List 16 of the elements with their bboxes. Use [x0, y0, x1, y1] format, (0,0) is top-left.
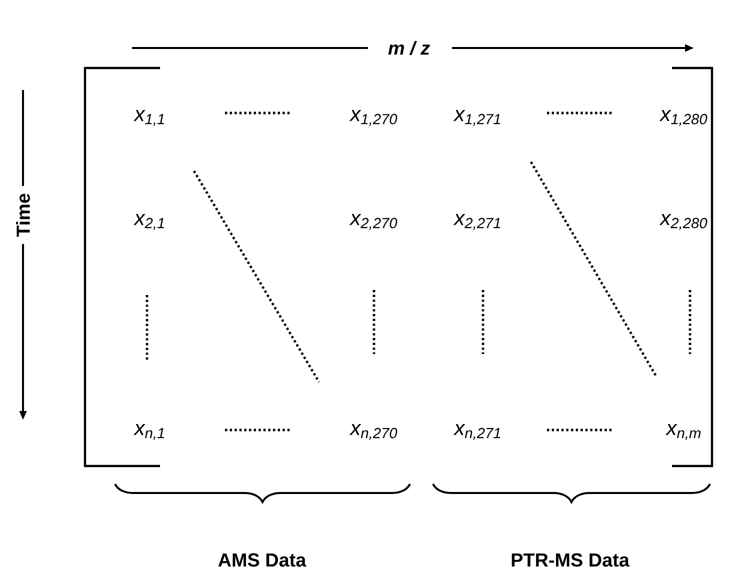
matrix-entry: x$_{2,271}$: [453, 214, 500, 230]
group-label: AMS Data: [218, 553, 306, 567]
matrix-entry: x$_{n,271}$: [453, 424, 500, 440]
matrix-entry: x$_{n,m}$: [665, 424, 700, 440]
matrix-entry: x$_{1,270}$: [349, 110, 398, 126]
axis-label: Time: [16, 194, 30, 237]
matrix-entry: x$_{n,270}$: [349, 424, 398, 440]
matrix-entry: x$_{1,280}$: [659, 110, 708, 126]
group-label: PTR-MS Data: [512, 553, 630, 567]
matrix-entry: x$_{n,1}$: [134, 424, 164, 440]
axis-label: m / z: [388, 40, 430, 56]
matrix-entry: x$_{1,271}$: [453, 110, 500, 126]
matrix-entry: x$_{2,1}$: [134, 214, 164, 230]
matrix-entry: x$_{1,1}$: [134, 110, 164, 126]
matrix-entry: x$_{2,280}$: [659, 214, 708, 230]
matrix-entry: x$_{2,270}$: [349, 214, 398, 230]
